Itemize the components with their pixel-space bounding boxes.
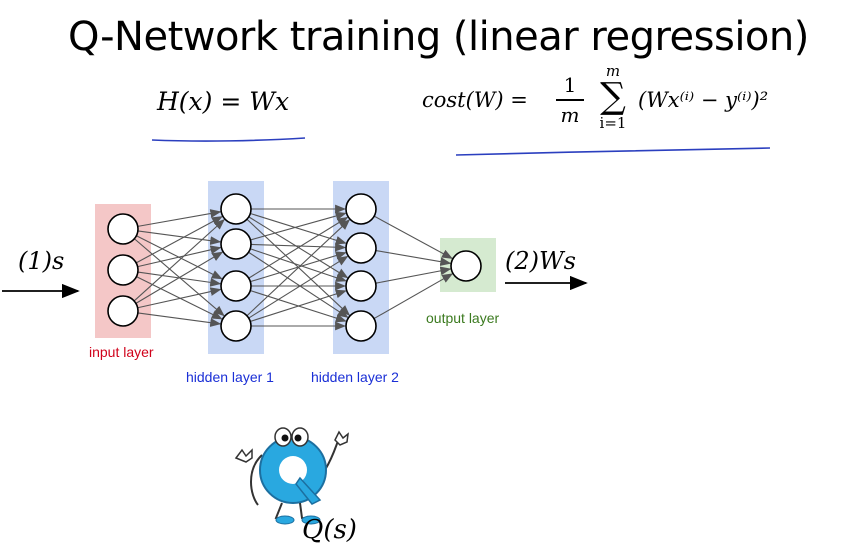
hidden2-neuron [345, 270, 377, 302]
connection-edge [137, 245, 222, 268]
connection-edge [250, 289, 347, 322]
fraction-denominator: m [560, 102, 580, 127]
fraction-bar [556, 99, 584, 101]
underline-cost [455, 147, 771, 156]
sum-lower: i=1 [599, 114, 627, 132]
hidden2-neuron [345, 310, 377, 342]
fraction-numerator: 1 [563, 73, 577, 97]
connection-edge [135, 216, 223, 264]
input-neuron [107, 213, 139, 245]
mascot-caption: Q(s) [302, 515, 357, 545]
connection-edge [373, 215, 453, 259]
hidden1-neuron [220, 193, 252, 225]
hidden2-neuron [345, 193, 377, 225]
connection-edge [250, 211, 347, 241]
connection-edge [248, 251, 349, 318]
input-neuron [107, 254, 139, 286]
cost-equation: cost(W) = 1 m m ∑ i=1 (Wx⁽ⁱ⁾ − y⁽ⁱ⁾)² [422, 58, 822, 148]
output-layer-label: output layer [426, 310, 500, 326]
connection-edge [137, 312, 222, 327]
connection-edge [136, 276, 223, 320]
sum-upper: m [605, 62, 621, 80]
connection-edge [248, 216, 349, 279]
output-annotation: (2)Ws [505, 247, 576, 275]
input-layer-label: input layer [89, 344, 154, 360]
cost-fraction: 1 m [556, 73, 584, 127]
hidden1-neuron [220, 310, 252, 342]
cost-rhs: (Wx⁽ⁱ⁾ − y⁽ⁱ⁾)² [638, 88, 769, 112]
slide-title: Q-Network training (linear regression) [68, 14, 809, 60]
connection-edge [250, 212, 347, 245]
connection-edge [250, 248, 347, 282]
underline-hypothesis [151, 137, 306, 142]
connection-edge [135, 251, 224, 304]
hidden2-neuron [345, 232, 377, 264]
connection-edge [137, 287, 222, 309]
summation: m ∑ i=1 [590, 62, 636, 132]
hidden1-neuron [220, 228, 252, 260]
connection-edge [250, 242, 347, 252]
connection-edge [373, 273, 454, 320]
connection-edge [133, 218, 225, 302]
connection-edge [137, 230, 222, 245]
hypothesis-equation: H(x) = Wx [157, 87, 290, 116]
cost-lhs: cost(W) = [422, 88, 528, 112]
sigma-icon: ∑ [600, 76, 626, 117]
connection-edge [248, 255, 349, 319]
connection-edge [375, 249, 452, 266]
hidden1-neuron [220, 270, 252, 302]
connection-edge [375, 266, 452, 284]
neurons [107, 193, 482, 342]
connection-edge [246, 219, 351, 317]
connection-edge [250, 251, 347, 283]
input-annotation: (1)s [18, 247, 65, 275]
hidden-layer-1-label: hidden layer 1 [186, 369, 274, 385]
hidden-layer-2-label: hidden layer 2 [311, 369, 399, 385]
q-mascot-icon [234, 427, 349, 525]
input-neuron [107, 295, 139, 327]
output-neuron [450, 250, 482, 282]
connections [133, 204, 454, 331]
connection-edge [137, 209, 222, 227]
